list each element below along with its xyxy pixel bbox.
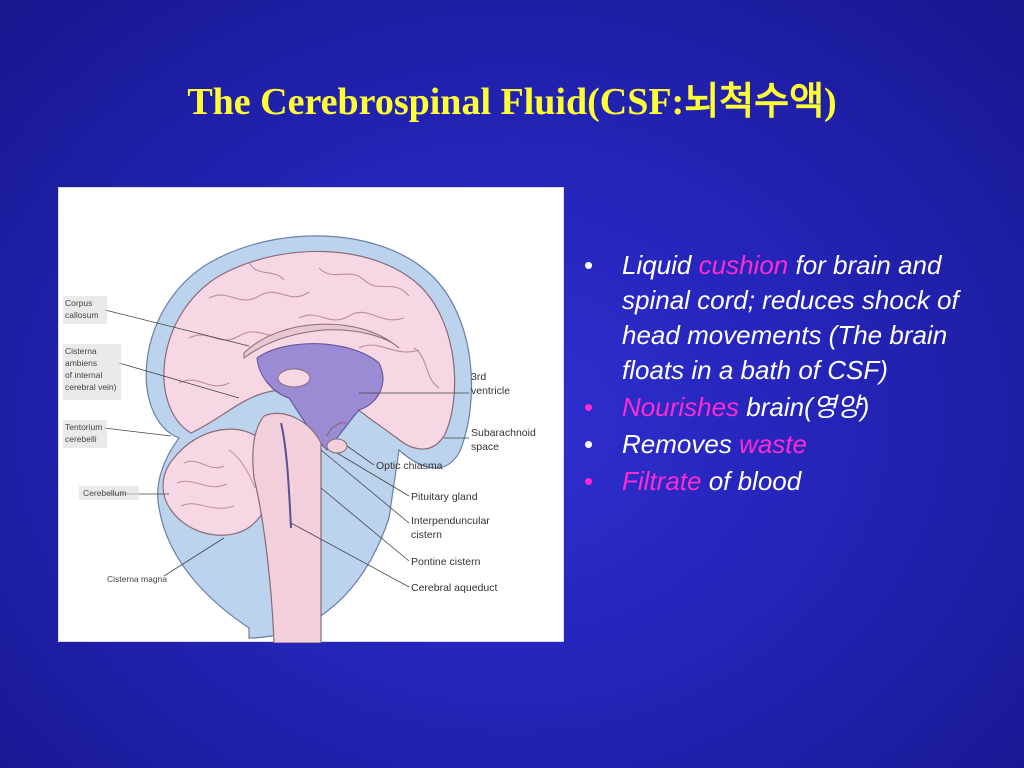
label-optic-chiasma: Optic chiasma (376, 460, 443, 472)
label-pontine-cistern: Pontine cistern (411, 556, 481, 568)
label-3rd-ventricle-1: 3rd (471, 371, 486, 383)
label-interpenduncular-2: cistern (411, 529, 442, 541)
label-tentorium-2: cerebelli (65, 434, 97, 444)
label-cisterna-ambiens-1: Cisterna (65, 346, 97, 356)
cerebellum-folia (176, 449, 256, 509)
pituitary-gland (326, 438, 348, 454)
label-cisterna-magna: Cisterna magna (107, 574, 167, 584)
bullet-highlight: waste (739, 429, 807, 459)
label-cisterna-ambiens-3: of internal (65, 370, 102, 380)
bullet-item-removes: • Removes waste (584, 427, 1004, 462)
label-corpus-callosum-2: callosum (65, 310, 99, 320)
brain-sagittal-illustration: Corpus callosum Cisterna ambiens of inte… (63, 235, 536, 643)
brain-diagram: Corpus callosum Cisterna ambiens of inte… (58, 187, 564, 643)
label-3rd-ventricle-2: ventricle (471, 385, 510, 397)
bullet-text: brain(영양) (739, 392, 870, 422)
bullet-list: • Liquid cushion for brain and spinal co… (584, 248, 1004, 501)
bullet-marker: • (584, 250, 594, 280)
right-labels: 3rd ventricle Subarachnoid space Optic c… (376, 371, 536, 594)
bullet-text: Liquid (622, 250, 699, 280)
bullet-marker: • (584, 429, 594, 459)
label-corpus-callosum-1: Corpus (65, 298, 92, 308)
gyri-lines (178, 262, 440, 389)
label-subarachnoid-1: Subarachnoid (471, 427, 536, 439)
cerebellum (162, 428, 275, 536)
label-cerebellum: Cerebellum (83, 488, 126, 498)
label-cisterna-ambiens-2: ambiens (65, 358, 97, 368)
bullet-highlight: Filtrate (622, 466, 702, 496)
bullet-highlight: cushion (698, 250, 789, 280)
brainstem (252, 412, 322, 643)
bullet-marker: • (584, 466, 594, 496)
bullet-text: of blood (701, 466, 802, 496)
label-cerebral-aqueduct: Cerebral aqueduct (411, 582, 497, 594)
bullet-item-cushion: • Liquid cushion for brain and spinal co… (584, 248, 1004, 388)
slide-title: The Cerebrospinal Fluid(CSF:뇌척수액) (187, 81, 837, 123)
label-tentorium-1: Tentorium (65, 422, 102, 432)
bullet-item-nourishes: • Nourishes brain(영양) (584, 390, 1004, 425)
bullet-text: for brain and spinal cord; reduces shock… (622, 250, 959, 385)
bullet-marker: • (584, 392, 594, 422)
label-interpenduncular-1: Interpenduncular (411, 515, 490, 527)
cerebral-aqueduct-channel (280, 422, 292, 529)
label-pituitary-gland: Pituitary gland (411, 491, 478, 503)
label-subarachnoid-2: space (471, 441, 499, 453)
bullet-item-filtrate: • Filtrate of blood (584, 464, 1004, 499)
left-labels: Corpus callosum Cisterna ambiens of inte… (63, 296, 167, 584)
thalamus (277, 368, 311, 388)
bullet-highlight: Nourishes (622, 392, 740, 422)
label-cisterna-ambiens-4: cerebral vein) (65, 382, 117, 392)
label-pointer-lines (103, 309, 469, 588)
bullet-text: Removes (622, 429, 740, 459)
corpus-callosum (243, 323, 400, 359)
